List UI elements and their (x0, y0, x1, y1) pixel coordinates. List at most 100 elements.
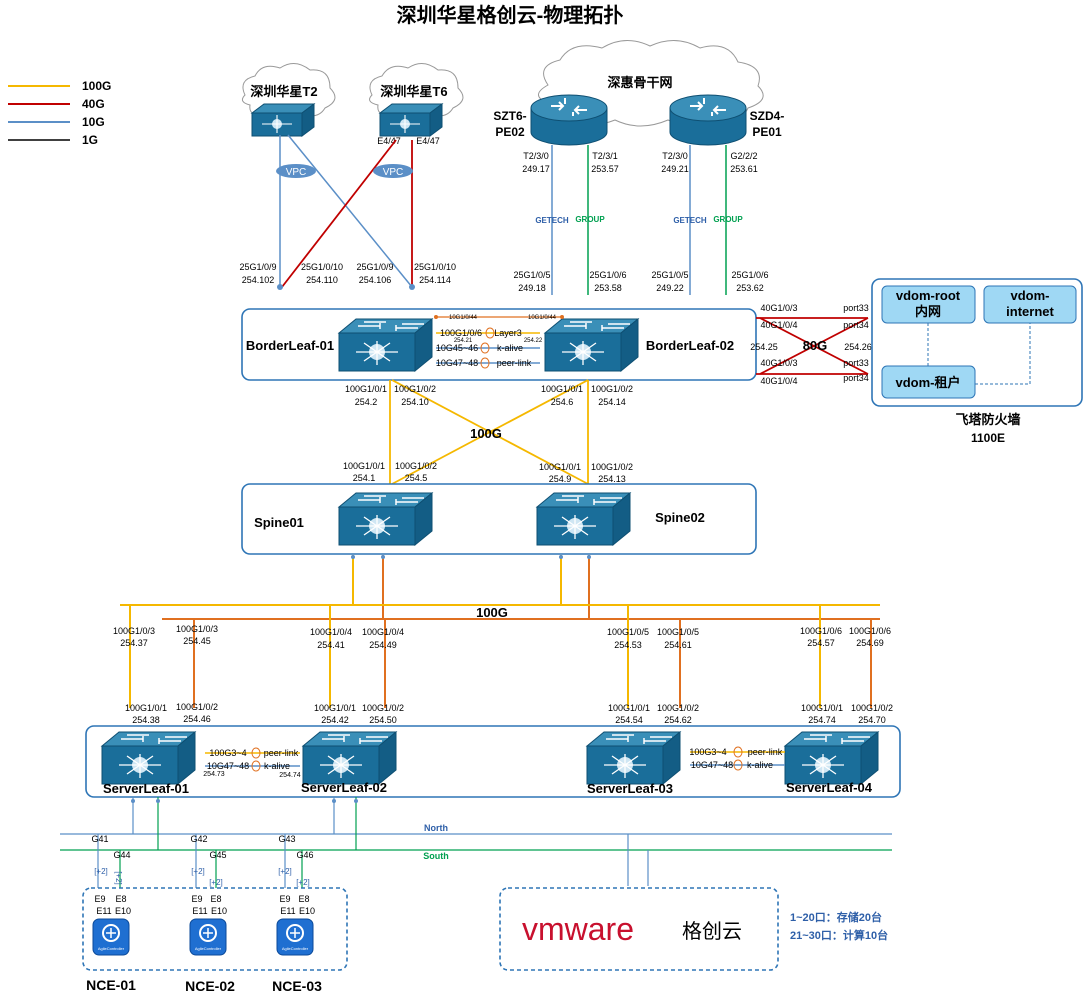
nce3-badge-a: [+2] (278, 867, 292, 876)
lf-port-3: 100G1/0/2 (362, 703, 404, 713)
pe02-ip-1: 249.17 (522, 164, 550, 174)
bl-44a: 10G1/0/44 (449, 315, 478, 321)
serverleaf-03-label: ServerLeaf-03 (587, 781, 673, 796)
sl-ip74: 254.74 (279, 772, 301, 779)
sl-peer-b: peer-link (748, 747, 783, 757)
lf-ip-6: 254.74 (808, 715, 836, 725)
nce2-g2: G45 (209, 850, 226, 860)
spine-02-switch (536, 492, 631, 546)
bs-ip-2: 254.6 (551, 397, 574, 407)
vdom-internet-l2: internet (1006, 304, 1054, 319)
cloud-backbone-label: 深惠骨干网 (607, 75, 672, 90)
nce2-e11: E11 (192, 906, 207, 916)
bus-south-label: South (423, 851, 449, 861)
serverleaf-02-label: ServerLeaf-02 (301, 780, 387, 795)
bu-ip-5: 253.58 (594, 283, 622, 293)
bl-spine-speed: 100G (470, 426, 502, 441)
bu-port-4: 25G1/0/5 (513, 270, 550, 280)
lf-port-4: 100G1/0/1 (608, 703, 650, 713)
bs-ip-7: 254.13 (598, 474, 626, 484)
bl-peer-port: 10G47~48 (436, 358, 478, 368)
nce2-e8: E8 (210, 894, 221, 904)
fw-link-p2: 40G1/0/4 (760, 320, 797, 330)
vpc-label-right: VPC (383, 167, 404, 178)
lf-port-0: 100G1/0/1 (125, 703, 167, 713)
sp-ip-0: 254.37 (120, 638, 148, 648)
cloud-t6-label: 深圳华星T6 (380, 84, 447, 99)
bu-port-1: 25G1/0/10 (301, 262, 343, 272)
nce1-e11: E11 (96, 906, 111, 916)
router-pe02 (530, 94, 608, 146)
bu-port-6: 25G1/0/5 (651, 270, 688, 280)
legend-1g: 1G (82, 133, 98, 147)
sl-kalive-port-a: 10G47~48 (207, 761, 249, 771)
bs-ip-3: 254.14 (598, 397, 626, 407)
sp-port-6: 100G1/0/6 (800, 626, 842, 636)
sl-kalive-port-b: 10G47~48 (691, 760, 733, 770)
borderleaf-01-label: BorderLeaf-01 (246, 338, 334, 353)
bs-port-6: 100G1/0/1 (539, 462, 581, 472)
bu-ip-0: 254.102 (242, 275, 275, 285)
lf-port-6: 100G1/0/1 (801, 703, 843, 713)
spine-01-label: Spine01 (254, 515, 304, 530)
legend-100g: 100G (82, 79, 111, 93)
nce3-e8: E8 (298, 894, 309, 904)
port-dot (277, 284, 283, 290)
lf-ip-3: 254.50 (369, 715, 397, 725)
cloud-box (499, 887, 779, 971)
sp-ip-6: 254.57 (807, 638, 835, 648)
serverleaf-04-switch (784, 731, 879, 785)
bl-spine-links (389, 379, 589, 485)
port-dot (409, 284, 415, 290)
bl-ip22: 254.22 (524, 338, 543, 344)
upper-links (279, 134, 727, 295)
page-title: 深圳华星格创云-物理拓扑 (397, 3, 624, 27)
port-dot (587, 555, 591, 559)
sp-port-1: 100G1/0/3 (176, 624, 218, 634)
lf-ip-7: 254.70 (858, 715, 886, 725)
sp-ip-1: 254.45 (183, 636, 211, 646)
sl-peer-port-b: 100G3~4 (689, 747, 726, 757)
sp-port-2: 100G1/0/4 (310, 627, 352, 637)
bs-ip-5: 254.5 (405, 473, 428, 483)
port-dot (354, 799, 358, 803)
sp-port-4: 100G1/0/5 (607, 627, 649, 637)
sp-port-3: 100G1/0/4 (362, 627, 404, 637)
serverleaf-02-switch (302, 731, 397, 785)
lf-ip-1: 254.46 (183, 714, 211, 724)
sp-ip-4: 254.53 (614, 640, 642, 650)
t6-port-right: E4/47 (416, 136, 440, 146)
pe01-name-1: SZD4- (750, 109, 785, 123)
bu-ip-3: 254.114 (419, 275, 451, 285)
spine-02-label: Spine02 (655, 510, 705, 525)
sp-ip-7: 254.69 (856, 638, 884, 648)
nce-03-icon-text: AgileController (282, 946, 309, 951)
bs-port-5: 100G1/0/2 (395, 461, 437, 471)
t2-switch (251, 103, 315, 137)
legend-10g: 10G (82, 115, 105, 129)
lf-ip-2: 254.42 (321, 715, 349, 725)
bs-ip-1: 254.10 (401, 397, 429, 407)
nce3-e11: E11 (280, 906, 295, 916)
port-dot (156, 799, 160, 803)
bl-kalive-port: 10G45~46 (436, 343, 478, 353)
fw-link-fp2: port34 (843, 320, 869, 330)
lf-ip-4: 254.54 (615, 715, 643, 725)
nce-03-label: NCE-03 (272, 978, 322, 994)
sp-port-0: 100G1/0/3 (113, 626, 155, 636)
bs-port-1: 100G1/0/2 (394, 384, 436, 394)
sp-ip-2: 254.41 (317, 640, 345, 650)
borderleaf-02-label: BorderLeaf-02 (646, 338, 734, 353)
vdom-internet-l1: vdom- (1011, 288, 1050, 303)
bs-ip-4: 254.1 (353, 473, 376, 483)
sl-peer-a: peer-link (264, 748, 299, 758)
bu-port-3: 25G1/0/10 (414, 262, 456, 272)
sp-ip-3: 254.49 (369, 640, 397, 650)
vpc-badge-right (373, 164, 413, 178)
nce2-e10: E10 (211, 906, 227, 916)
note-2: 21~30口：计算10台 (790, 928, 888, 942)
pe02-name-2: PE02 (495, 125, 525, 139)
bl-peer-label: peer-link (497, 358, 532, 368)
fw-link-fp4: port34 (843, 373, 869, 383)
